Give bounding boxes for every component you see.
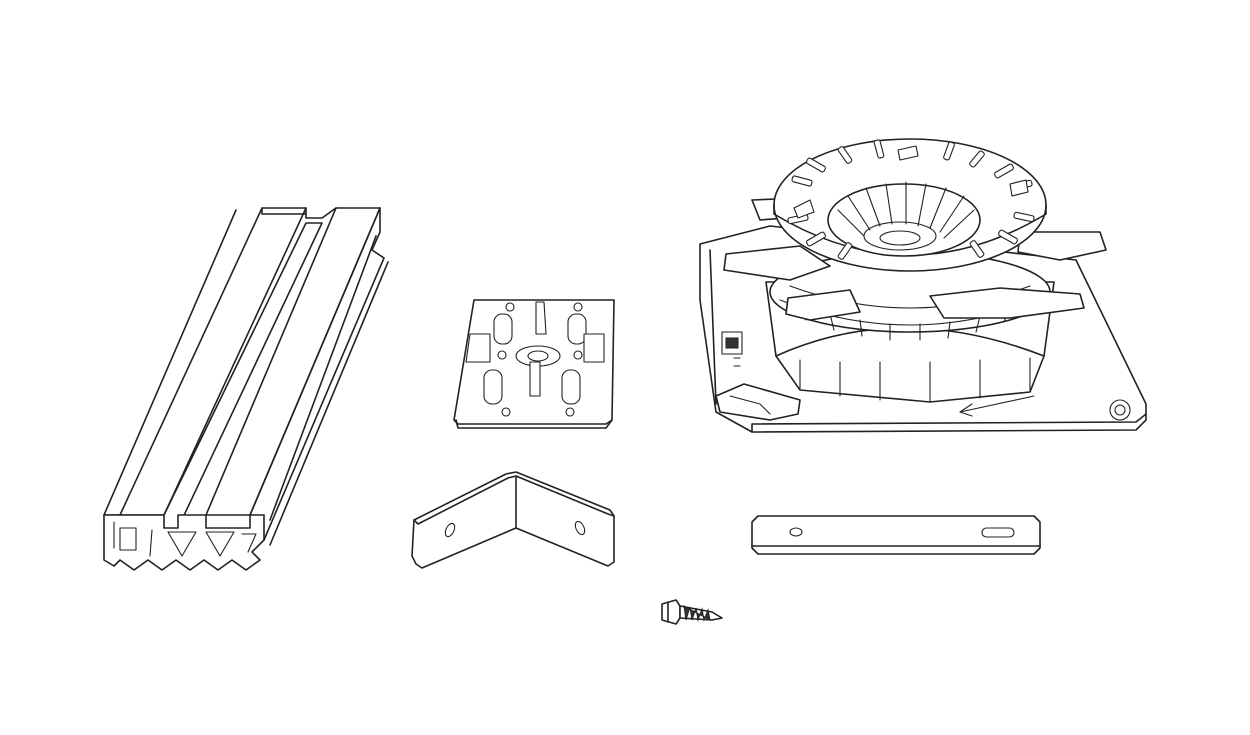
angle-bracket: [411, 471, 615, 569]
flat-connector-strip: [751, 515, 1041, 555]
mounting-clip-plate: [453, 299, 615, 429]
adjustable-pedestal: [699, 138, 1147, 433]
aluminium-rail-profile: [103, 207, 389, 571]
self-drilling-screw: [661, 599, 723, 625]
